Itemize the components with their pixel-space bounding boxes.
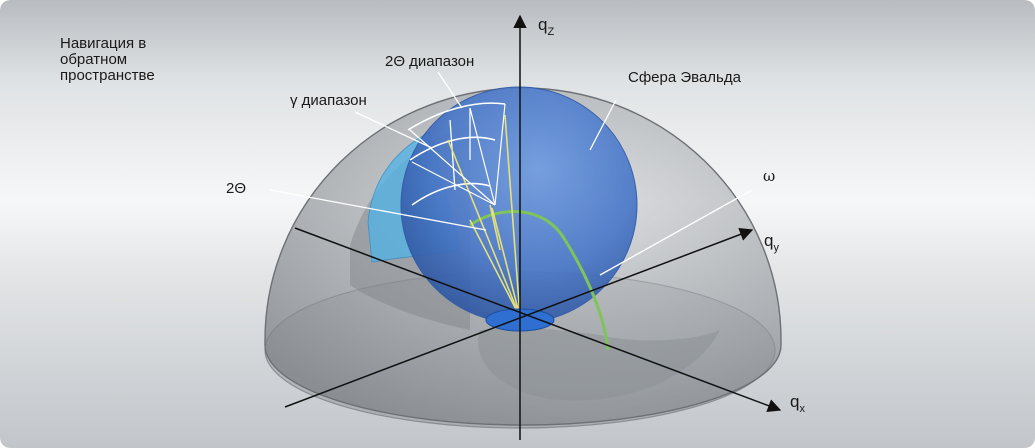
axis-label-qx-sub: x [799,403,805,415]
ray-1 [504,114,521,318]
qy-axis [284,227,754,408]
inner-arc [411,182,491,206]
label-omega: ω [763,167,775,185]
leader-two-theta-range [437,71,463,109]
qx-axis-positive [294,227,782,413]
title-line-1: Навигация в [60,35,147,52]
fan-line-1 [409,129,496,206]
axis-label-qz-sub: Z [547,26,554,38]
title-line-2: обратном [60,51,128,68]
leader-two-theta [269,189,487,231]
axis-label-qy-sub: y [773,242,779,254]
label-gamma-range: γ диапазон [290,92,367,109]
label-two-theta: 2Θ [226,180,246,197]
leader-omega [599,189,753,276]
leader-ewald-sphere [589,99,617,151]
diffraction-rays [447,114,521,318]
gamma-range-arc [409,136,496,161]
fan-line-4 [494,103,506,206]
leader-gamma-range [354,111,433,149]
axis-label-qy: qy [764,231,779,254]
axis-label-qz-main: q [538,15,547,34]
label-ewald-sphere: Сфера Эвальда [628,69,742,86]
two-theta-range-arc [407,102,506,131]
title-line-3: пространстве [60,67,155,84]
leader-lines [269,71,753,276]
axis-label-qx-main: q [790,392,799,411]
axis-label-qy-main: q [764,231,773,250]
torus-shadow [478,327,720,401]
axes [284,14,782,440]
ray-3 [491,207,521,318]
label-two-theta-range: 2Θ диапазон [385,53,474,70]
axis-label-qx: qx [790,392,805,415]
ray-5 [489,204,501,251]
fan-line-2 [411,161,496,206]
fan-lines [409,103,506,206]
fan-line-3 [469,107,496,206]
ray-2 [447,139,521,318]
arc-divider-2 [449,119,456,191]
omega-arc [469,210,610,351]
axis-label-qz: qZ [538,15,554,38]
ray-4 [469,219,521,318]
diagram-title: Навигация в обратном пространстве [60,36,155,84]
